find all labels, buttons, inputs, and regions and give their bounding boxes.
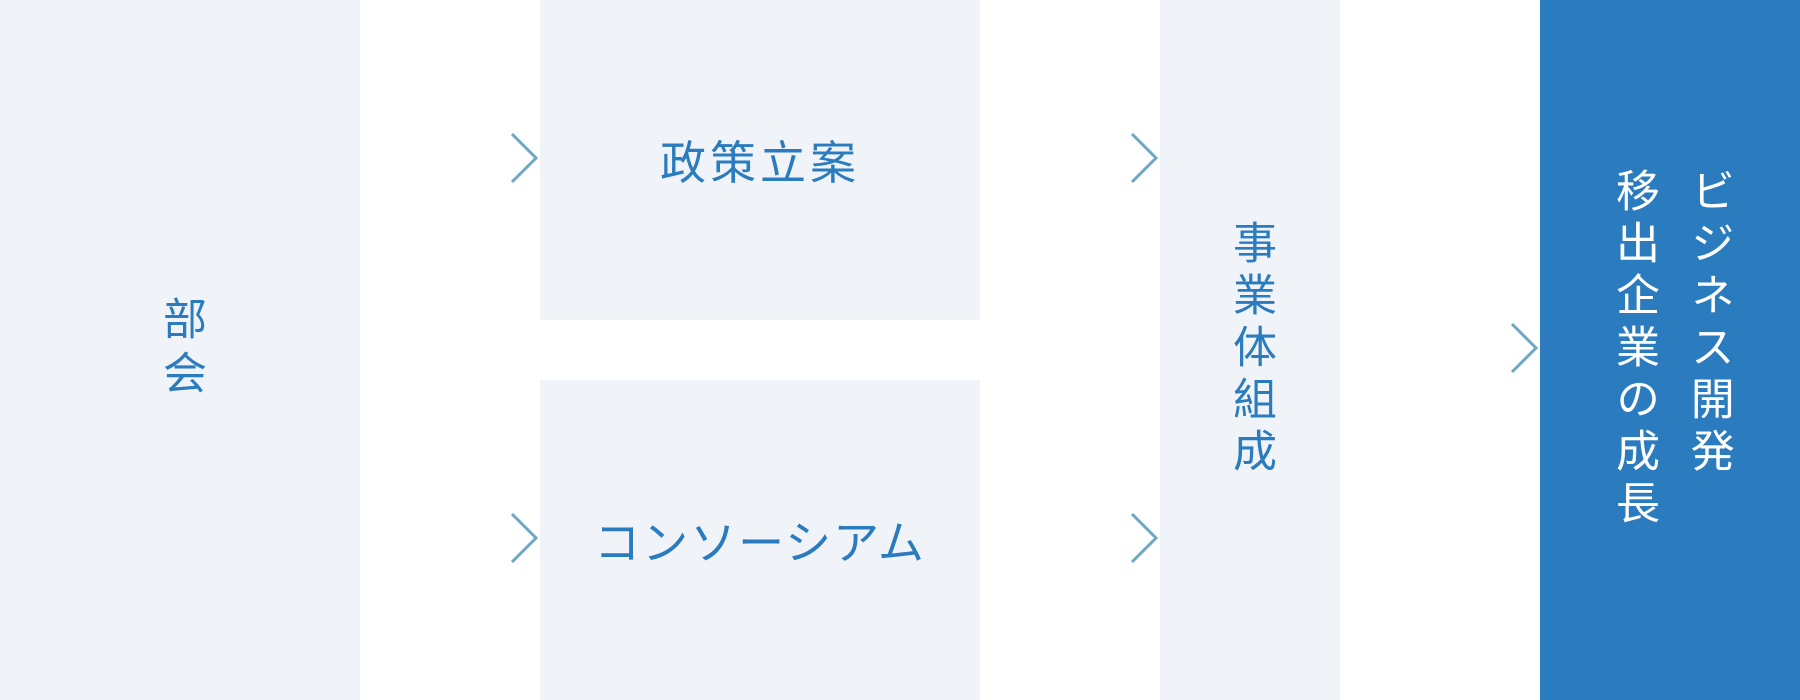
arrow-policy-to-business-formation <box>980 132 1159 184</box>
node-consortium: コンソーシアム <box>540 380 980 700</box>
arrow-consortium-to-business-formation <box>980 512 1159 564</box>
node-growth-label: ビジネス開発 移出企業の成長 <box>1608 168 1734 532</box>
node-business-formation: 事業体組成 <box>1160 0 1340 700</box>
node-policy-label: 政策立案 <box>660 136 860 190</box>
node-bukai-label: 部会 <box>155 296 206 404</box>
node-growth: ビジネス開発 移出企業の成長 <box>1540 0 1800 700</box>
node-business-formation-label: 事業体組成 <box>1225 220 1276 480</box>
arrow-business-formation-to-growth <box>1340 322 1539 374</box>
node-consortium-label: コンソーシアム <box>594 516 926 570</box>
node-policy: 政策立案 <box>540 0 980 320</box>
arrow-bukai-to-policy <box>360 132 539 184</box>
arrow-bukai-to-consortium <box>360 512 539 564</box>
node-bukai: 部会 <box>0 0 360 700</box>
